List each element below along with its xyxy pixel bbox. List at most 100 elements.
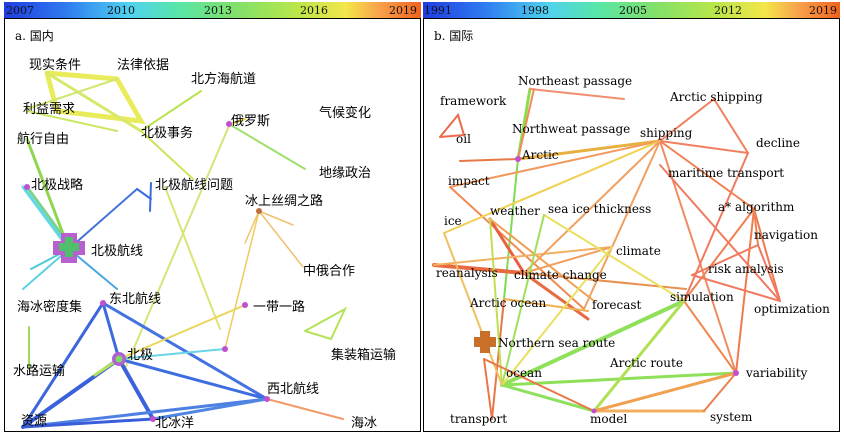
edge	[523, 246, 613, 274]
colorbar-b-tick: 2019	[809, 4, 837, 17]
colorbar-b-tick: 2005	[619, 4, 647, 17]
labels-a: 现实条件 法律依据 利益需求 北方海航道 航行自由 北极事务 俄罗斯 气候变化 …	[13, 57, 396, 431]
node-label: 俄罗斯	[231, 114, 270, 129]
node-marker	[222, 346, 228, 352]
colorbar-b-tick: 1991	[424, 4, 452, 17]
node-label: ice	[444, 214, 462, 228]
labels-b: Northeast passage framework Arctic shipp…	[436, 74, 830, 426]
edge	[529, 88, 625, 100]
edge	[25, 185, 67, 241]
node-label: 一带一路	[253, 299, 305, 315]
edge	[45, 71, 143, 133]
node-label: 中俄合作	[303, 264, 355, 279]
colorbar-a: 2007 2010 2013 2016 2019	[4, 2, 421, 18]
edge	[44, 70, 146, 125]
colorbar-a-tick: 2010	[107, 4, 135, 17]
node-label: Arctic ocean	[469, 296, 547, 310]
edge	[489, 218, 595, 302]
node-label: transport	[450, 412, 507, 426]
node-label: oil	[456, 132, 471, 146]
node-marker	[24, 184, 30, 190]
node-label: 北方海航道	[191, 71, 256, 87]
edge	[258, 210, 304, 268]
edge	[488, 217, 526, 275]
node-label: climate change	[514, 268, 607, 282]
edge	[501, 158, 519, 320]
edge	[691, 244, 759, 276]
edge	[25, 137, 67, 241]
node-label: 航行自由	[17, 131, 69, 147]
panel-b: b. 国际	[423, 18, 840, 432]
node-label: Northeast passage	[518, 74, 632, 88]
edge	[713, 98, 749, 154]
node-marker	[264, 396, 270, 402]
node-label: Arctic shipping	[669, 90, 763, 104]
node-label: system	[710, 410, 753, 424]
edge	[753, 208, 781, 302]
colorbar-a-tick: 2019	[389, 4, 417, 17]
node-label: reanalysis	[436, 266, 498, 280]
edge	[691, 274, 781, 302]
network-a: 现实条件 法律依据 利益需求 北方海航道 航行自由 北极事务 俄罗斯 气候变化 …	[13, 57, 396, 431]
edge	[522, 271, 590, 321]
node-label: variability	[745, 366, 808, 380]
edge	[483, 358, 595, 412]
panel-a-title: a. 国内	[15, 29, 54, 43]
node-label: 北冰洋	[155, 416, 194, 431]
node-marker	[100, 300, 106, 306]
edge	[683, 300, 737, 374]
edge	[483, 358, 493, 420]
edge	[101, 301, 269, 401]
edge	[26, 110, 118, 132]
panel-b-title: b. 国际	[434, 29, 474, 43]
edge	[459, 158, 519, 162]
node-label: 北极航线	[91, 243, 143, 259]
node-label: shipping	[640, 126, 693, 140]
node-label: climate	[616, 244, 661, 258]
node-label: 西北航线	[267, 381, 319, 397]
colorbar-b: 1991 1998 2005 2012 2019	[423, 2, 840, 18]
node-label: 法律依据	[117, 58, 169, 73]
edge	[140, 90, 202, 132]
node-label: 集装箱运输	[331, 347, 396, 363]
edge	[523, 140, 661, 274]
node-label: framework	[440, 94, 507, 108]
edge	[118, 348, 226, 360]
node-label: 东北航线	[109, 291, 161, 307]
node-label: 北极事务	[141, 125, 193, 141]
node-label: model	[590, 412, 627, 426]
edge	[501, 246, 613, 386]
node-label: Northweat passage	[512, 122, 630, 136]
edge	[500, 299, 686, 387]
node-marker	[733, 370, 739, 376]
nodes-b	[474, 156, 739, 414]
edge	[592, 371, 738, 413]
edge	[118, 304, 246, 360]
edge	[503, 298, 589, 312]
edge	[164, 186, 221, 330]
node-label: weather	[490, 204, 540, 218]
node-label: simulation	[670, 290, 734, 304]
edge	[592, 299, 686, 413]
node-marker	[256, 208, 262, 214]
edge	[228, 123, 306, 170]
edge	[266, 398, 344, 420]
colorbar-a-tick: 2016	[300, 4, 328, 17]
node-label: 利益需求	[23, 102, 75, 117]
edge	[124, 125, 230, 370]
node-label: optimization	[754, 302, 830, 316]
node-label: impact	[448, 174, 490, 188]
node-marker	[591, 408, 597, 414]
edge	[70, 188, 138, 248]
node-label: 海冰密度集	[17, 299, 82, 315]
edge	[489, 218, 503, 386]
hub-bjhx	[53, 233, 85, 263]
edge	[703, 372, 737, 412]
edge	[516, 139, 662, 161]
edge	[753, 208, 759, 246]
node-label: 北极战略	[31, 177, 83, 193]
edges-a	[21, 70, 348, 429]
node-marker	[242, 302, 248, 308]
edge	[258, 210, 294, 226]
edge	[501, 214, 545, 386]
